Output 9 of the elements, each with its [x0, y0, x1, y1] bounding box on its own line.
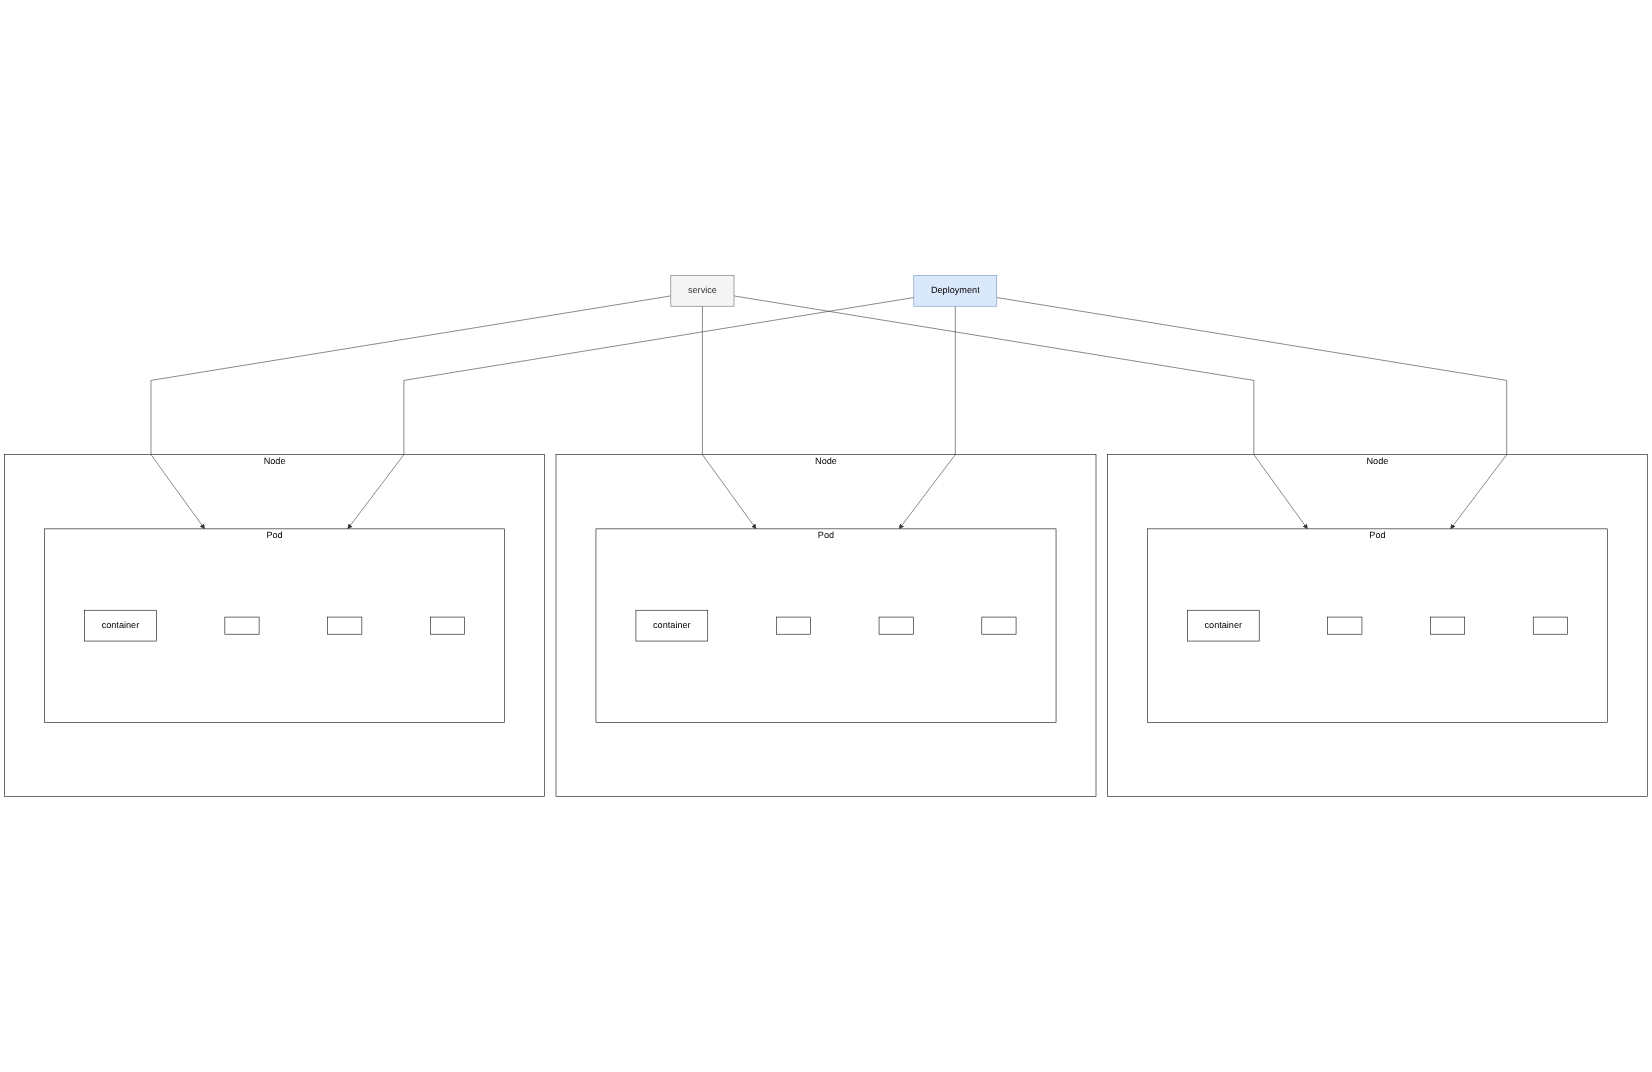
node-box	[1532, 616, 1568, 635]
node-box	[430, 616, 465, 635]
node-box	[224, 616, 260, 635]
node-box	[1327, 616, 1363, 635]
node-box	[327, 616, 363, 635]
node-box	[1430, 616, 1465, 635]
node-box	[878, 616, 914, 635]
node-box	[776, 616, 811, 635]
node-box	[981, 616, 1017, 635]
